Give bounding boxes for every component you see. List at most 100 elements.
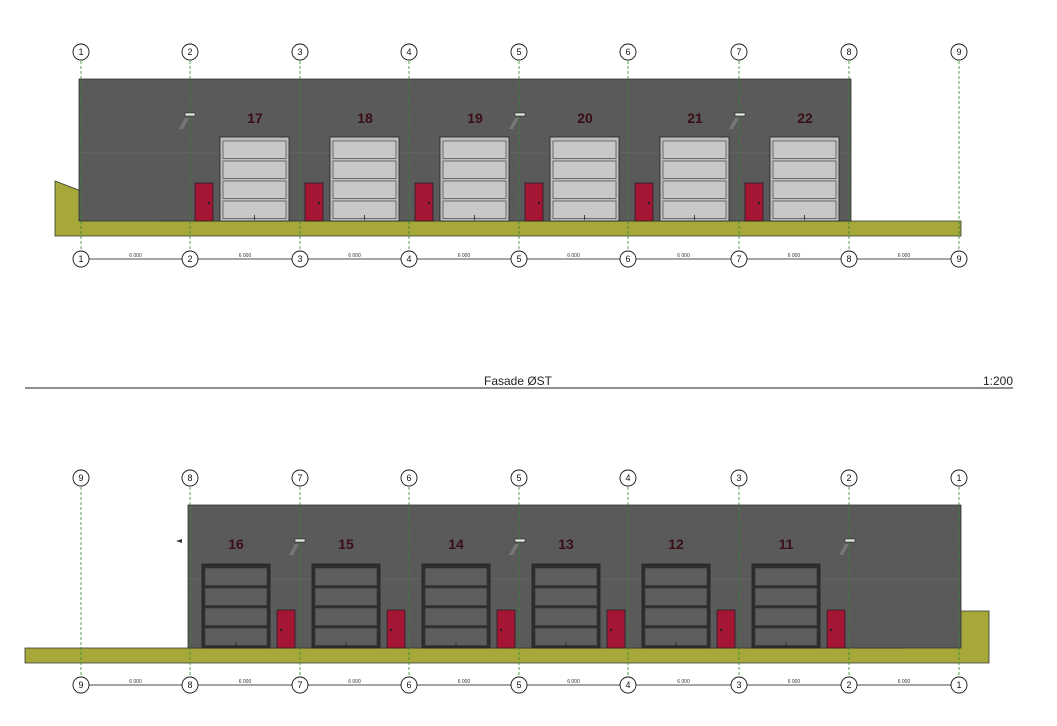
gate-panel (552, 180, 617, 199)
gate-panel (662, 140, 727, 159)
lamp-body (294, 538, 306, 543)
gate-panel (424, 567, 488, 586)
door-leaf (194, 182, 214, 222)
door-leaf (634, 182, 654, 222)
lamp-shadow (509, 118, 519, 129)
grid-bubble-label: 6 (406, 680, 411, 690)
door-leaf (276, 609, 296, 649)
grid-bubble-label: 8 (846, 47, 851, 57)
door-handle (609, 628, 613, 632)
door-leaf (496, 609, 516, 649)
overhead-gate-icon (311, 563, 381, 649)
gate-panel (222, 160, 287, 179)
dimension-value: 6 000 (458, 679, 471, 685)
grid-bubble-icon: 7 (730, 250, 748, 268)
grid-bubble-icon: 9 (950, 43, 968, 61)
grid-bubble-circle (840, 43, 858, 61)
grid-bubble-label: 7 (736, 254, 741, 264)
grid-bubble-label: 2 (846, 473, 851, 483)
grid-bubble-label: 4 (625, 680, 630, 690)
gate-panel (754, 587, 818, 606)
overhead-gate-icon (531, 563, 601, 649)
lamp-body (184, 112, 196, 117)
grid-bubble-label: 3 (736, 473, 741, 483)
pedestrian-door-icon (744, 182, 764, 222)
grid-bubble-circle (730, 469, 748, 487)
grid-bubble-icon: 3 (730, 676, 748, 694)
pedestrian-door-icon (194, 182, 214, 222)
dimension-value: 6 000 (239, 253, 252, 259)
grid-bubble-icon: 6 (619, 250, 637, 268)
grid-bubble-icon: 8 (840, 43, 858, 61)
gate-panel (424, 587, 488, 606)
wall-mount-marker (176, 539, 182, 543)
gate-panel (314, 567, 378, 586)
grid-bubble-icon: 7 (291, 469, 309, 487)
lamp-shadow (289, 544, 299, 555)
pedestrian-door-icon (304, 182, 324, 222)
grid-bubble-circle (840, 676, 858, 694)
grid-bubble-label: 7 (736, 47, 741, 57)
grid-bubble-icon: 4 (619, 676, 637, 694)
unit-number: 13 (558, 536, 574, 552)
grid-bubble-label: 4 (406, 47, 411, 57)
door-handle (279, 628, 283, 632)
drawing-title: Fasade ØST (484, 374, 553, 388)
grid-bubble-circle (619, 250, 637, 268)
grid-bubble-circle (950, 43, 968, 61)
pedestrian-door-icon (276, 609, 296, 649)
gate-panel (204, 587, 268, 606)
grid-bubble-label: 2 (187, 254, 192, 264)
door-handle (427, 201, 431, 205)
wall-lamp-icon (839, 538, 856, 555)
gate-panel (644, 607, 708, 626)
grid-bubble-icon: 6 (619, 43, 637, 61)
door-leaf (826, 609, 846, 649)
grid-bubble-circle (181, 250, 199, 268)
grid-bubble-circle (730, 250, 748, 268)
unit-number: 19 (467, 110, 483, 126)
door-handle (719, 628, 723, 632)
grid-bubble-label: 9 (78, 680, 83, 690)
grid-bubble-circle (181, 676, 199, 694)
grid-bubble-icon: 7 (291, 676, 309, 694)
gate-panel (754, 607, 818, 626)
door-handle (207, 201, 211, 205)
grid-bubble-icon: 2 (181, 43, 199, 61)
dimension-value: 6 000 (898, 253, 911, 259)
gate-panel (644, 567, 708, 586)
dimension-value: 6 000 (567, 679, 580, 685)
dimension-value: 6 000 (348, 679, 361, 685)
gate-panel (534, 587, 598, 606)
pedestrian-door-icon (826, 609, 846, 649)
pedestrian-door-icon (606, 609, 626, 649)
grid-bubble-label: 9 (956, 254, 961, 264)
wall-lamp-icon (509, 538, 526, 555)
dimension-value: 6 000 (458, 253, 471, 259)
grid-bubble-label: 2 (187, 47, 192, 57)
grid-bubble-circle (950, 676, 968, 694)
grid-bubble-icon: 6 (400, 469, 418, 487)
door-leaf (744, 182, 764, 222)
door-handle (647, 201, 651, 205)
grid-bubble-icon: 2 (840, 469, 858, 487)
grid-bubble-label: 5 (516, 47, 521, 57)
grid-bubble-icon: 5 (510, 43, 528, 61)
door-handle (499, 628, 503, 632)
gate-panel (754, 567, 818, 586)
gate-panel (332, 140, 397, 159)
grid-bubble-icon: 1 (72, 43, 90, 61)
grid-bubble-circle (72, 676, 90, 694)
grid-bubble-icon: 2 (840, 676, 858, 694)
gate-panel (314, 587, 378, 606)
dimension-value: 6 000 (129, 679, 142, 685)
gate-panel (552, 140, 617, 159)
grid-bubble-icon: 4 (400, 43, 418, 61)
grid-bubble-circle (291, 250, 309, 268)
grid-bubble-label: 8 (187, 473, 192, 483)
wall-lamp-icon (509, 112, 526, 129)
gate-panel (772, 140, 837, 159)
unit-number: 14 (448, 536, 464, 552)
grid-bubble-icon: 5 (510, 469, 528, 487)
dimension-value: 6 000 (129, 253, 142, 259)
